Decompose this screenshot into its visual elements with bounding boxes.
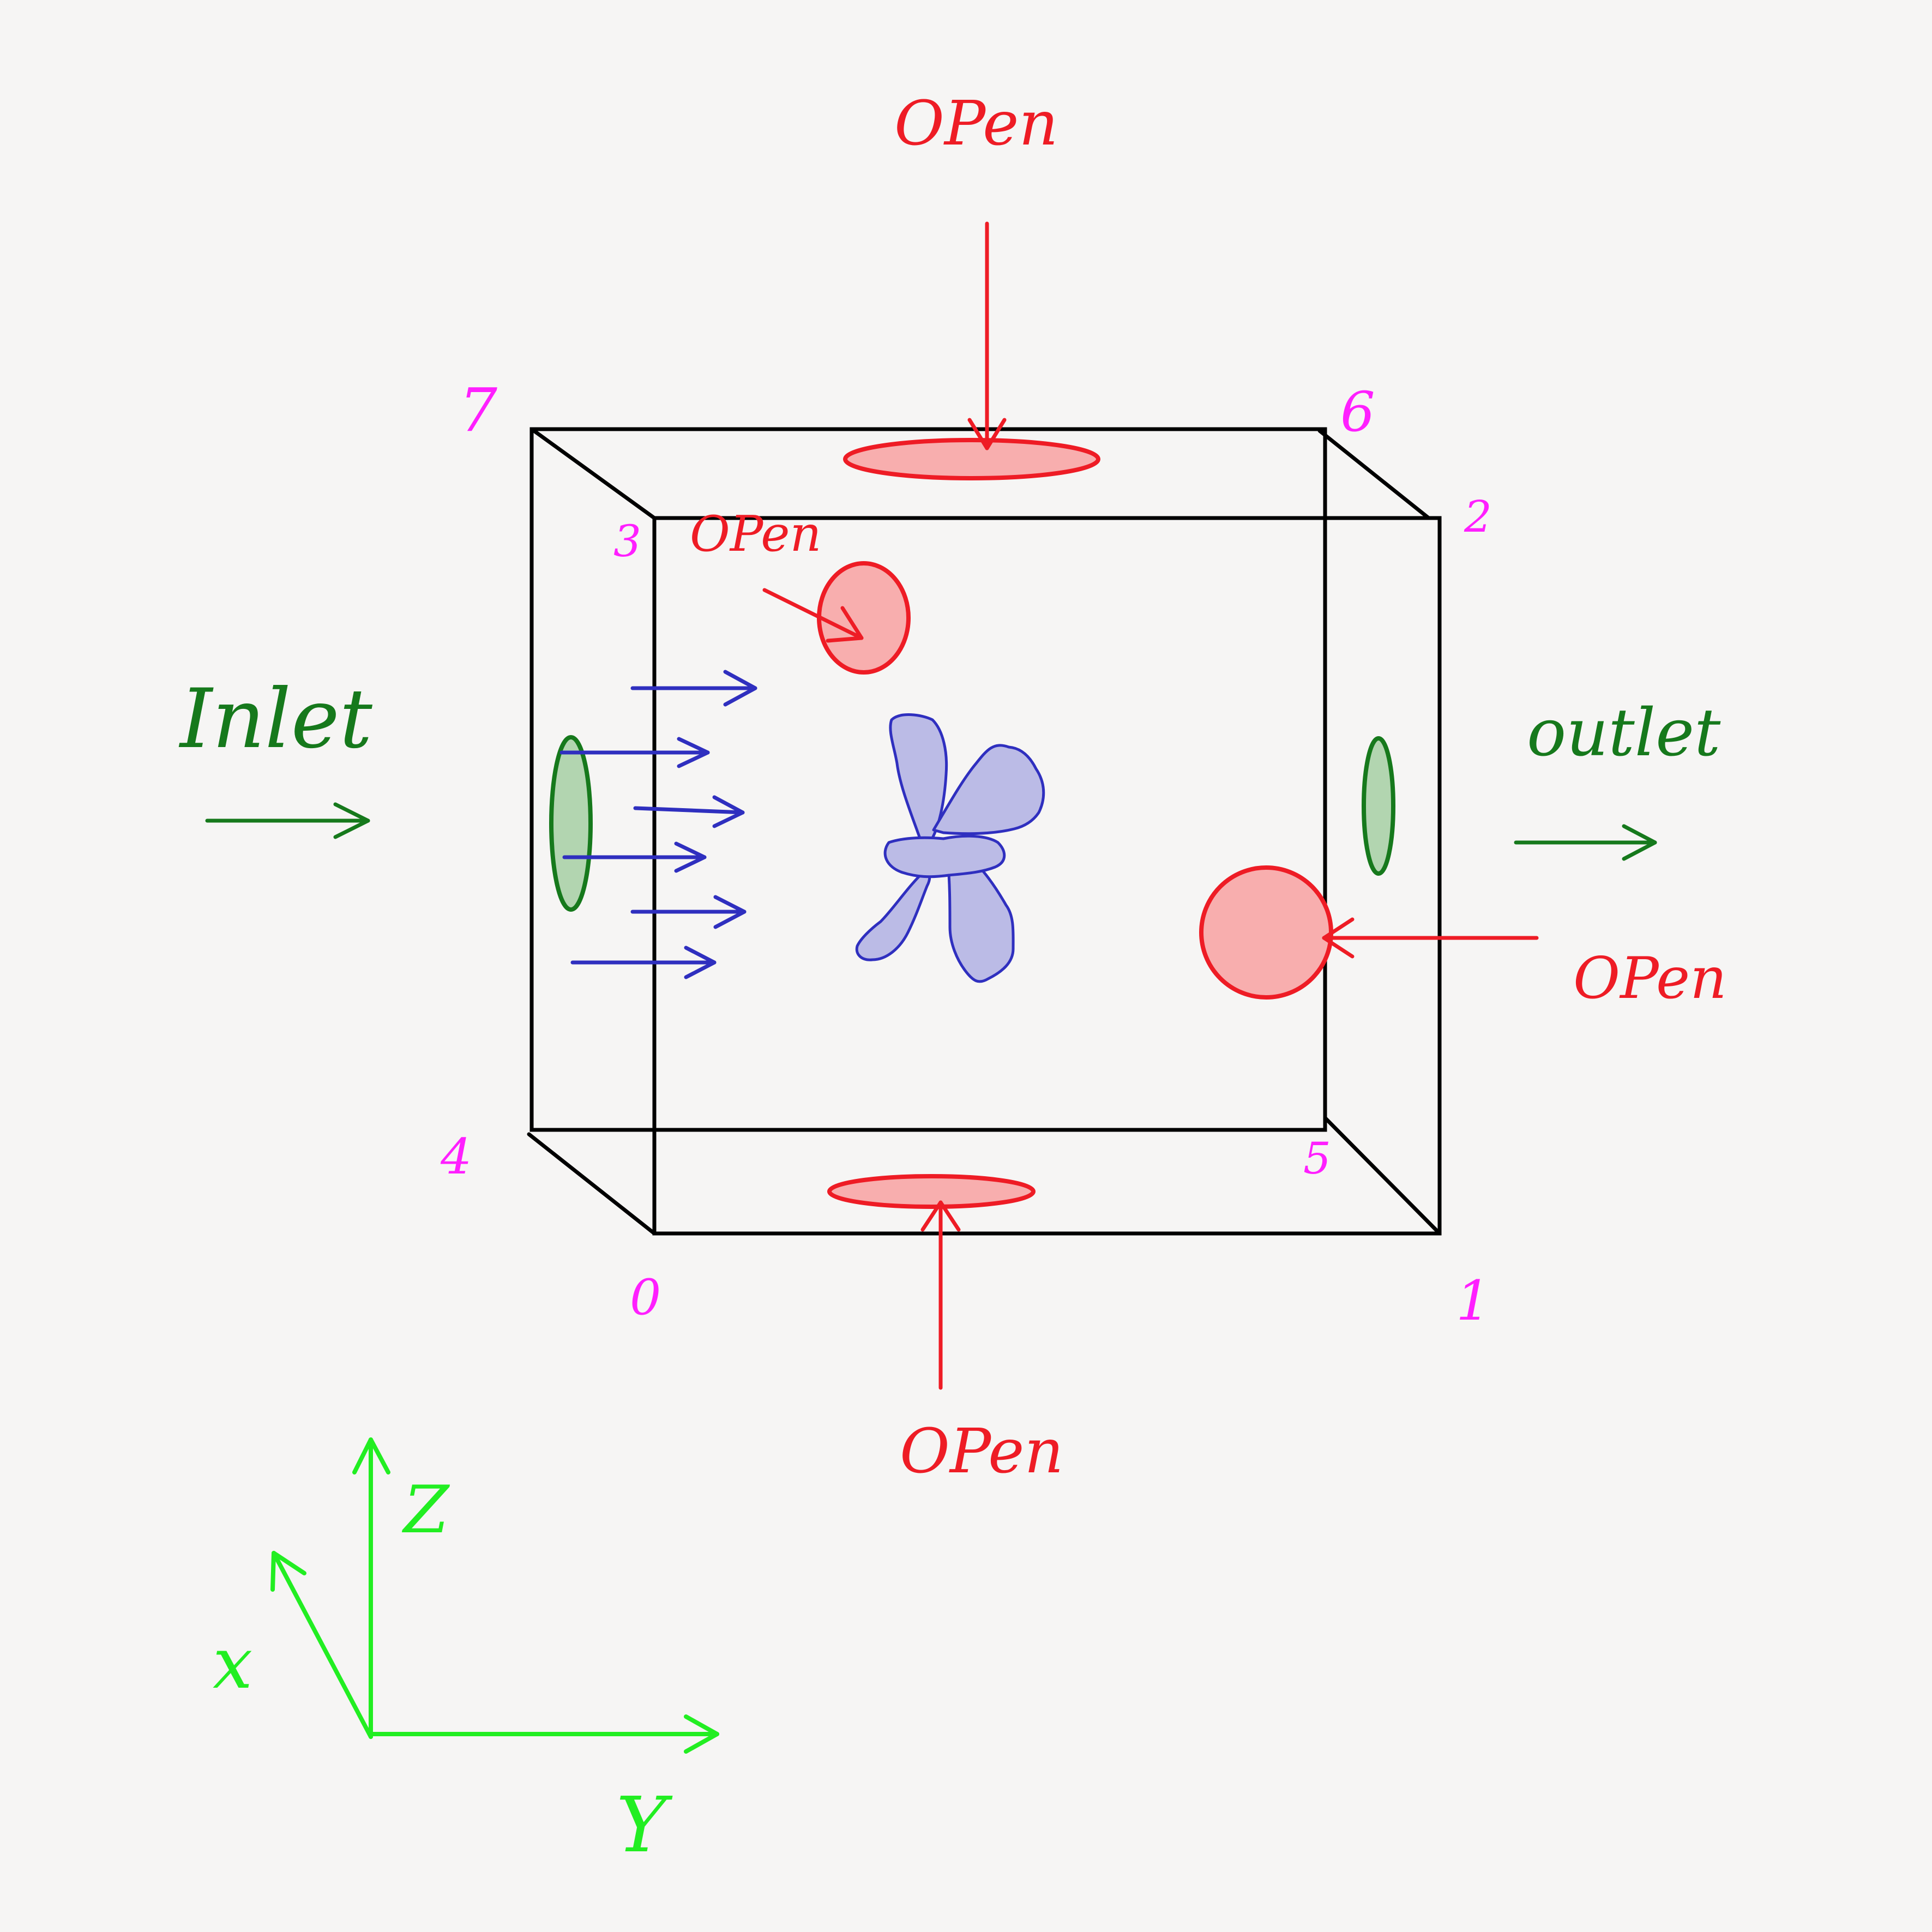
flow-arrow <box>570 946 717 979</box>
axis-x <box>270 1551 373 1739</box>
back-face <box>529 427 1327 1132</box>
axis-triad <box>270 1437 719 1754</box>
edge-7-3 <box>529 427 657 520</box>
axis-label-z: Z <box>401 1472 450 1548</box>
vertex-label-1: 1 <box>1456 1269 1491 1333</box>
open-label-right: OPen <box>1573 945 1727 1012</box>
edge-4-0 <box>527 1132 657 1236</box>
fan-icon <box>855 713 1045 983</box>
flow-arrow <box>630 895 747 929</box>
flow-arrow <box>630 670 757 707</box>
open-label-bottom: OPen <box>900 1416 1064 1487</box>
open-patch-back <box>817 561 911 675</box>
labels: OPen OPen OPen OPen Inlet outlet 7 6 3 2… <box>178 88 1727 1870</box>
fan-blade-right <box>932 744 1045 835</box>
inlet-label: Inlet <box>178 672 373 767</box>
open-arrow-top <box>967 221 1007 450</box>
vertex-label-2: 2 <box>1464 491 1492 542</box>
outlet-label: outlet <box>1527 695 1721 771</box>
axis-label-y: Y <box>616 1781 673 1870</box>
vertex-label-7: 7 <box>459 375 497 445</box>
edge-5-1 <box>1323 1116 1442 1236</box>
front-face <box>652 516 1442 1236</box>
fan-blade-down <box>946 857 1015 983</box>
open-arrows <box>762 221 1539 1390</box>
open-arrow-bottom <box>920 1200 961 1390</box>
box-edges <box>527 427 1442 1236</box>
vertex-label-0: 0 <box>630 1269 661 1326</box>
inlet-patch <box>549 735 593 912</box>
open-patch-bottom <box>827 1174 1036 1209</box>
open-patch-top <box>843 438 1100 480</box>
flow-arrow <box>559 737 710 768</box>
axis-y <box>369 1714 719 1754</box>
open-label-back: OPen <box>690 505 822 563</box>
inlet-outlet-patches <box>549 735 1395 912</box>
open-patch-right <box>1199 865 1333 1000</box>
flow-arrow <box>633 795 745 828</box>
flow-arrows <box>559 670 757 979</box>
outlet-arrow <box>1514 824 1657 861</box>
vertex-label-5: 5 <box>1303 1133 1331 1184</box>
open-arrow-back <box>762 588 864 643</box>
outlet-patch <box>1362 736 1395 876</box>
fan-hub <box>883 834 1006 878</box>
open-label-top: OPen <box>894 88 1058 159</box>
axis-z <box>352 1437 390 1739</box>
vertex-label-3: 3 <box>613 516 641 567</box>
edge-6-2 <box>1317 429 1431 520</box>
flow-arrow <box>562 841 707 873</box>
inlet-arrow <box>205 802 370 839</box>
open-arrow-right <box>1322 917 1539 959</box>
fan-blade-up <box>889 713 948 844</box>
open-patches <box>817 438 1333 1209</box>
vertex-label-6: 6 <box>1340 380 1375 444</box>
fan-blade-left <box>855 868 931 961</box>
vertex-label-4: 4 <box>440 1128 472 1185</box>
axis-label-x: x <box>213 1622 252 1705</box>
